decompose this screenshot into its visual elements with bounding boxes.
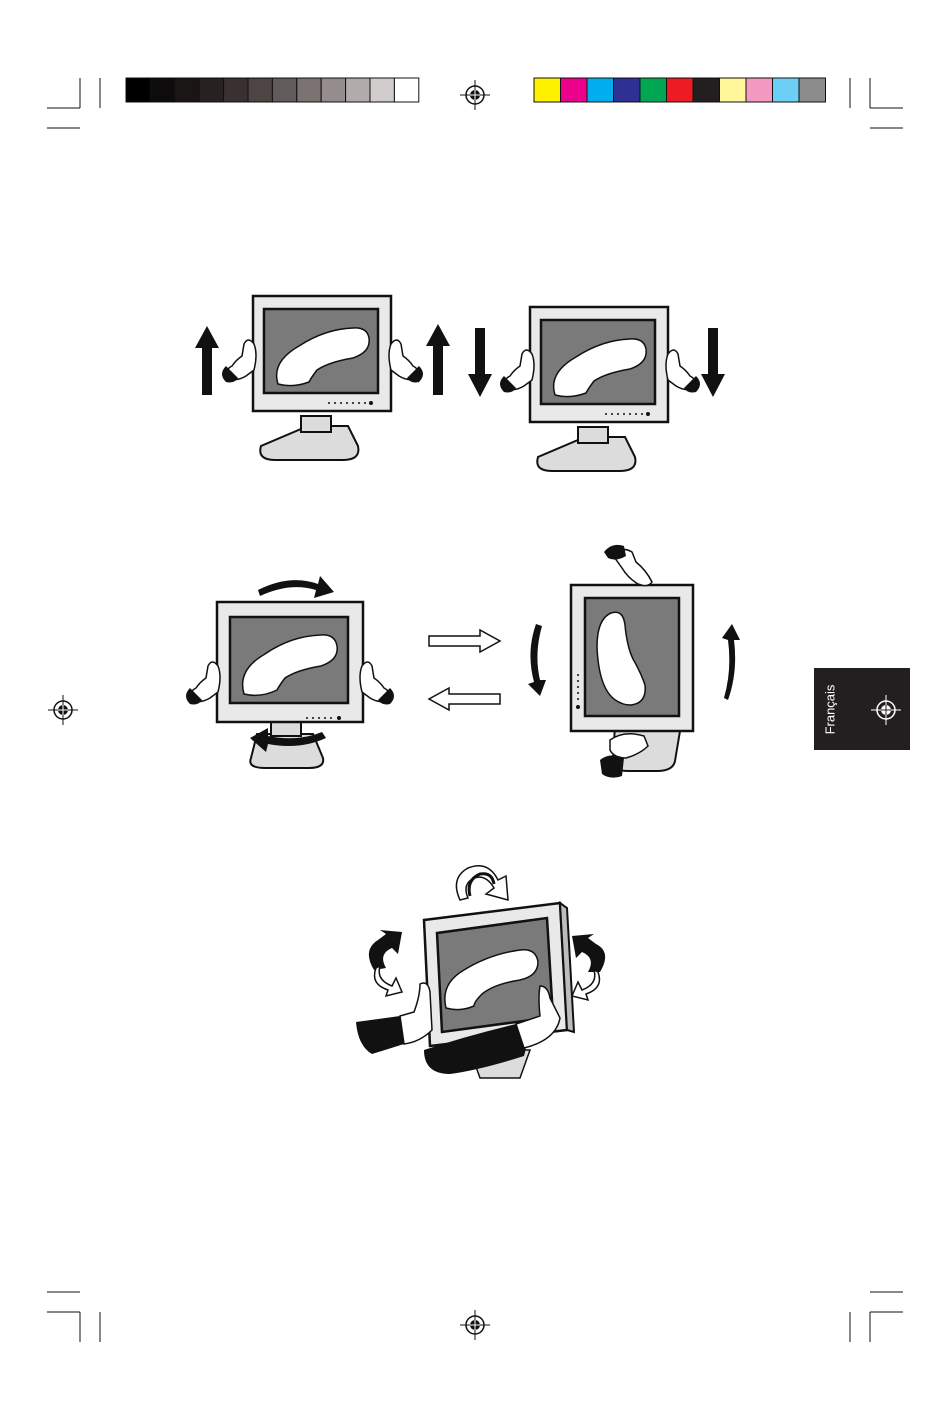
curved-arrow-icon: [572, 934, 605, 972]
color-swatch: [534, 78, 561, 102]
hand-icon: [666, 350, 700, 393]
color-swatch: [640, 78, 667, 102]
color-swatch: [175, 78, 199, 102]
registration-mark-top: [460, 80, 490, 110]
color-swatch: [614, 78, 641, 102]
down-arrow-icon: [468, 328, 492, 397]
curved-arrow-icon: [375, 966, 403, 996]
color-swatch: [150, 78, 174, 102]
down-arrow-icon: [701, 328, 725, 397]
color-swatch: [272, 78, 296, 102]
color-swatch: [561, 78, 588, 102]
crop-marks: [47, 78, 903, 1342]
swivel-arrow-icon: [258, 576, 334, 598]
color-swatch: [394, 78, 418, 102]
color-swatch: [587, 78, 614, 102]
up-arrow-icon: [195, 326, 219, 395]
language-tab: Français: [814, 668, 910, 750]
hand-icon: [604, 545, 652, 586]
tab-registration-mark: [814, 668, 910, 750]
color-swatch: [224, 78, 248, 102]
registration-mark-bottom: [460, 1310, 490, 1340]
process-color-bar: [534, 78, 826, 102]
color-swatch: [667, 78, 694, 102]
up-arrow-icon: [426, 324, 450, 395]
color-swatch: [370, 78, 394, 102]
curved-arrow-icon: [369, 930, 402, 970]
rotate-arrow-icon: [528, 624, 546, 696]
hand-icon: [389, 340, 423, 383]
color-swatch: [126, 78, 150, 102]
color-swatch: [746, 78, 773, 102]
color-swatch: [693, 78, 720, 102]
color-swatch: [799, 78, 826, 102]
color-swatch: [720, 78, 747, 102]
curved-arrow-icon: [456, 866, 508, 900]
figure-tilt: [356, 866, 605, 1078]
hand-icon: [222, 340, 256, 383]
color-swatch: [321, 78, 345, 102]
color-swatch: [346, 78, 370, 102]
color-swatch: [297, 78, 321, 102]
color-swatch: [199, 78, 223, 102]
gray-color-bar: [126, 78, 419, 102]
rotate-arrow-icon: [722, 624, 740, 700]
hand-icon: [186, 662, 220, 705]
figure-swivel-pivot: [186, 545, 740, 778]
hand-icon: [360, 662, 394, 705]
color-swatch: [773, 78, 800, 102]
color-swatch: [248, 78, 272, 102]
curved-arrow-icon: [572, 970, 600, 1000]
left-arrow-icon: [429, 688, 500, 710]
figure-height-adjustment: [195, 296, 725, 471]
registration-mark-left: [48, 695, 78, 725]
monitor-raised: [253, 296, 391, 460]
monitor-lowered: [530, 307, 668, 471]
right-arrow-icon: [429, 630, 500, 652]
